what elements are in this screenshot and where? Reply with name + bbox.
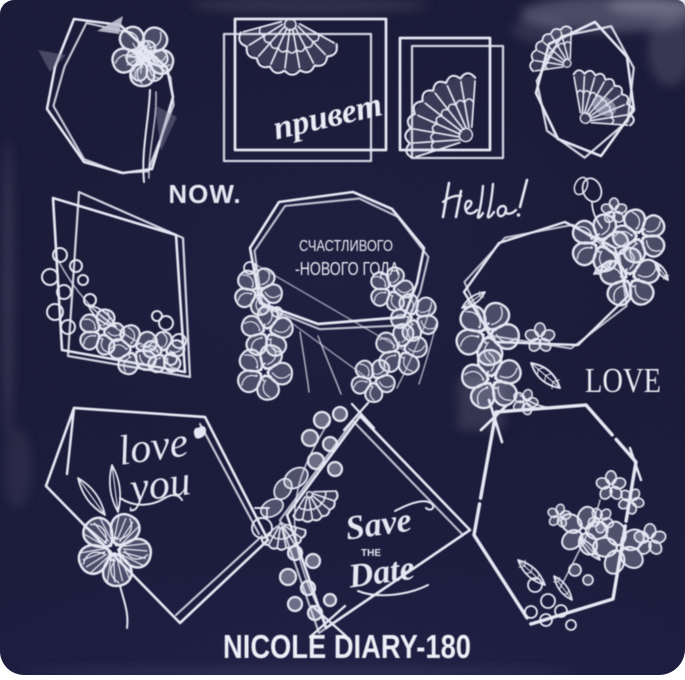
svg-text:LOVE: LOVE [585, 361, 661, 400]
svg-text:NOW.: NOW. [168, 179, 241, 209]
svg-text:СЧАСТЛИВОГО: СЧАСТЛИВОГО [299, 238, 393, 255]
svg-text:NICOLE DIARY-180: NICOLE DIARY-180 [223, 628, 471, 665]
